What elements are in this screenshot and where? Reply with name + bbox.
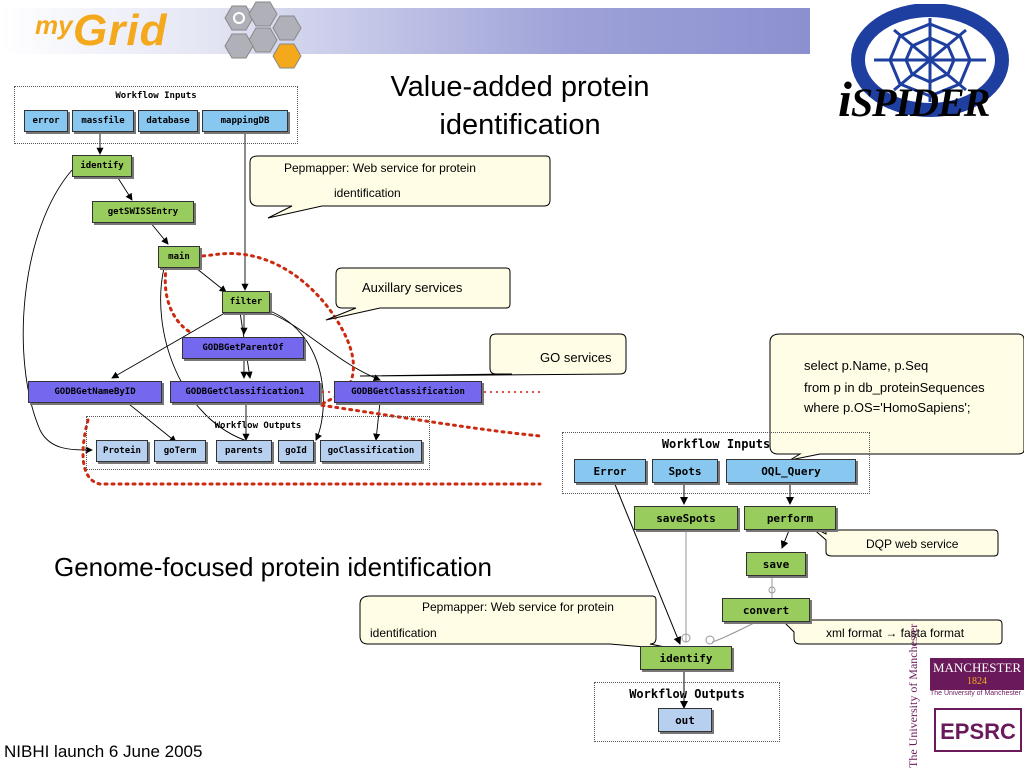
wf1-inputs-title: Workflow Inputs — [115, 91, 197, 101]
wf2-input-oql-query[interactable]: OQL_Query — [726, 459, 856, 483]
wf1-proc-go-parent-of[interactable]: GODBGetParentOf — [182, 337, 304, 359]
callout-pepmapper-1-line1: Pepmapper: Web service for protein — [284, 161, 476, 175]
wf2-inputs-title: Workflow Inputs — [661, 437, 771, 451]
wf1-output-protein[interactable]: Protein — [96, 440, 148, 462]
callout-sql-line1: select p.Name, p.Seq — [804, 358, 929, 373]
callout-dqp: DQP web service — [866, 537, 959, 551]
hexagon-cluster-icon — [224, 1, 302, 69]
epsrc-logo: EPSRC — [934, 708, 1022, 752]
callout-sql-line3: where p.OS='HomoSapiens'; — [804, 400, 971, 415]
wf2-outputs-title: Workflow Outputs — [629, 687, 745, 701]
wf1-output-parents[interactable]: parents — [216, 440, 272, 462]
wf2-proc-savespots[interactable]: saveSpots — [634, 506, 738, 530]
wf1-proc-filter[interactable]: filter — [222, 291, 270, 313]
wf1-proc-getswissentry[interactable]: getSWISSEntry — [92, 201, 194, 223]
wf1-inputs-frame: Workflow Inputs — [14, 86, 298, 144]
wf2-outputs-frame: Workflow Outputs — [594, 682, 780, 742]
wf1-proc-go-name-by-id[interactable]: GODBGetNameByID — [28, 381, 162, 403]
wf2-proc-save[interactable]: save — [746, 552, 806, 576]
page-title: Value-added protein identification — [340, 68, 700, 144]
callout-go-services: GO services — [540, 350, 612, 365]
ispider-logo-text: iSPIDER — [838, 71, 990, 127]
section-subtitle: Genome-focused protein identification — [54, 552, 492, 582]
title-line-1: Value-added protein — [390, 71, 650, 103]
wf1-outputs-title: Workflow Outputs — [214, 421, 302, 431]
wf2-proc-convert[interactable]: convert — [722, 598, 810, 622]
wf1-outputs-frame: Workflow Outputs — [86, 416, 430, 470]
callout-pepmapper-1-line2: identification — [334, 186, 401, 200]
title-line-2: identification — [439, 109, 601, 141]
ispider-logo-icon — [851, 4, 1009, 117]
wf1-input-mappingdb[interactable]: mappingDB — [202, 110, 288, 132]
wf1-input-massfile[interactable]: massfile — [72, 110, 134, 132]
wf1-input-error[interactable]: error — [24, 110, 68, 132]
manchester-logo-line1: MANCHESTER — [932, 660, 1022, 675]
wf1-proc-go-classification1[interactable]: GODBGetClassification1 — [170, 381, 320, 403]
wf1-proc-identify[interactable]: identify — [72, 155, 132, 177]
manchester-vertical-text: The University of Manchester — [906, 623, 920, 768]
footer-text: NIBHI launch 6 June 2005 — [4, 742, 203, 761]
callout-sql-line2: from p in db_proteinSequences — [804, 380, 985, 395]
wf1-output-goclassification[interactable]: goClassification — [320, 440, 422, 462]
header-banner — [0, 8, 810, 54]
wf1-output-goid[interactable]: goId — [278, 440, 314, 462]
wf2-proc-identify[interactable]: identify — [640, 646, 732, 670]
wf1-proc-go-classification[interactable]: GODBGetClassification — [334, 381, 482, 403]
wf1-input-database[interactable]: database — [138, 110, 198, 132]
mygrid-logo-grid: Grid — [73, 6, 168, 55]
wf1-proc-main[interactable]: main — [158, 246, 200, 268]
wf2-output-out[interactable]: out — [658, 708, 712, 732]
wf2-inputs-frame: Workflow Inputs — [562, 432, 870, 494]
wf2-proc-perform[interactable]: perform — [744, 506, 836, 530]
mygrid-logo-my: my — [35, 10, 73, 40]
manchester-logo-line2: 1824 — [967, 676, 987, 687]
manchester-logo-subtitle: The University of Manchester — [930, 690, 1022, 697]
callout-pepmapper-2-line2: identification — [370, 626, 437, 640]
wf1-output-goterm[interactable]: goTerm — [154, 440, 206, 462]
callout-xml-format: xml format → fasta format — [826, 626, 965, 640]
wf2-input-error[interactable]: Error — [574, 459, 646, 483]
callout-pepmapper-2-line1: Pepmapper: Web service for protein — [422, 600, 614, 614]
manchester-logo: MANCHESTER 1824 — [930, 658, 1024, 690]
wf2-input-spots[interactable]: Spots — [652, 459, 718, 483]
callout-auxillary: Auxillary services — [362, 280, 463, 295]
